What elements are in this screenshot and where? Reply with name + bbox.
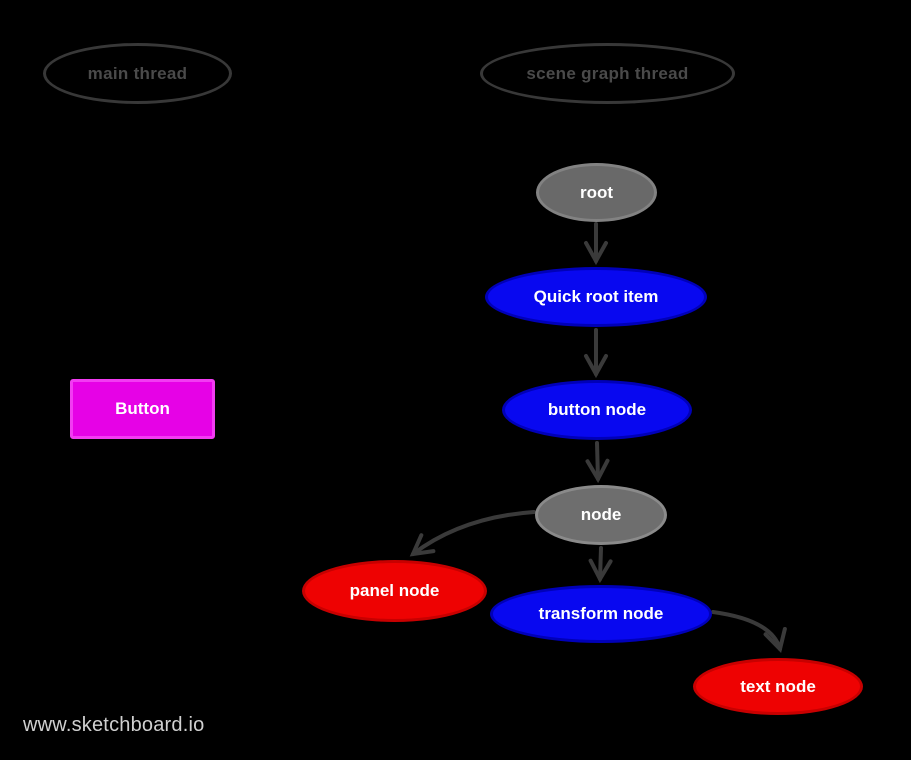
main-thread-label: main thread bbox=[87, 63, 188, 83]
scene-graph-thread-label: scene graph thread bbox=[526, 63, 689, 83]
node-panel-node[interactable]: panel node bbox=[302, 560, 487, 622]
node-text-node-label: text node bbox=[740, 676, 816, 696]
node-panel-node-label: panel node bbox=[349, 581, 440, 600]
button-rect-label: Button bbox=[115, 399, 170, 418]
node-text-node[interactable]: text node bbox=[693, 658, 863, 715]
sketchboard-watermark: www.sketchboard.io bbox=[23, 714, 205, 736]
node-transform-node-label: transform node bbox=[538, 604, 664, 623]
edge-node-to-panel-node[interactable] bbox=[409, 510, 536, 557]
node-node[interactable]: node bbox=[535, 485, 667, 545]
button-rect[interactable]: Button bbox=[70, 379, 215, 439]
node-root-label: root bbox=[579, 182, 614, 202]
node-root[interactable]: root bbox=[536, 163, 657, 222]
edge-node-to-transform-node[interactable] bbox=[588, 546, 613, 584]
edge-button-node-to-node[interactable] bbox=[585, 441, 610, 484]
scene-graph-thread-ellipse[interactable]: scene graph thread bbox=[480, 43, 735, 104]
node-button-node[interactable]: button node bbox=[502, 380, 692, 440]
node-quick-root-item-label: Quick root item bbox=[533, 287, 659, 306]
node-button-node-label: button node bbox=[547, 400, 647, 419]
main-thread-ellipse[interactable]: main thread bbox=[43, 43, 232, 104]
edge-transform-node-to-text-node[interactable] bbox=[711, 610, 787, 653]
node-transform-node[interactable]: transform node bbox=[490, 585, 712, 643]
node-quick-root-item[interactable]: Quick root item bbox=[485, 267, 707, 327]
node-node-label: node bbox=[580, 505, 622, 524]
